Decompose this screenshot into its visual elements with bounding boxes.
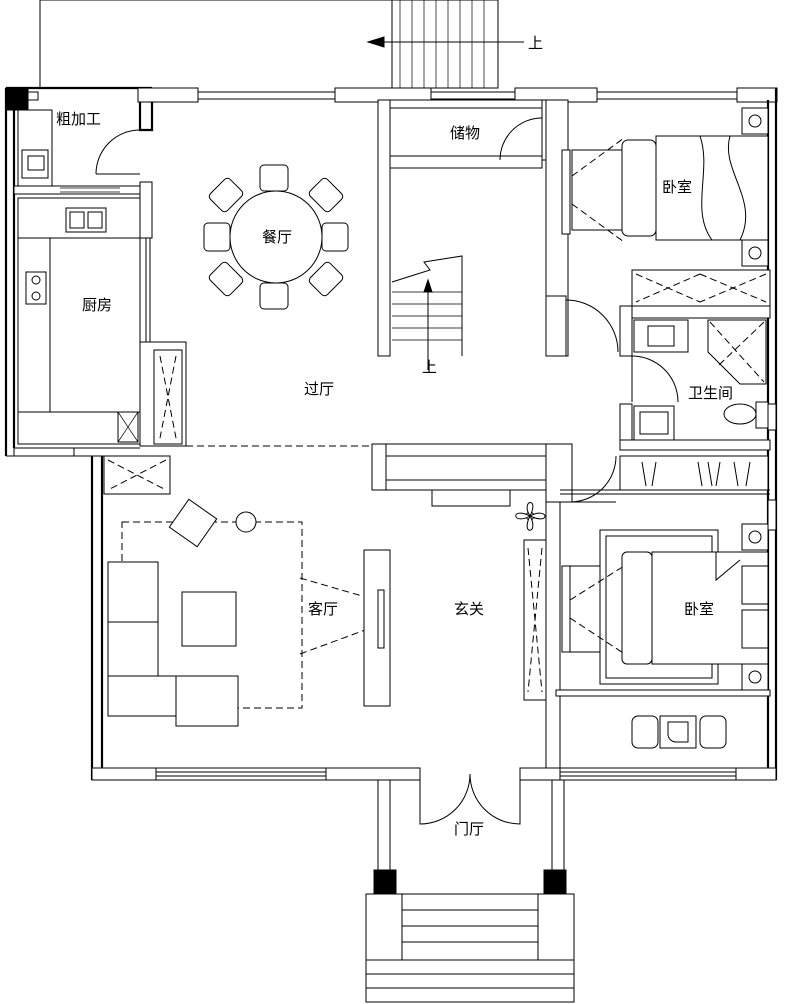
room-label-hall: 过厅: [304, 380, 334, 398]
room-label-kitchen: 厨房: [82, 296, 112, 314]
room-label-dining: 餐厅: [262, 228, 292, 246]
exterior-stair-top: [39, 0, 524, 89]
interior-stair: [391, 255, 463, 370]
storage-cabinets: [103, 349, 372, 495]
room-label-bedroom-north: 卧室: [662, 178, 692, 196]
room-label-storage: 储物: [450, 124, 480, 142]
room-label-living: 客厅: [308, 600, 338, 618]
room-label-foyer: 玄关: [454, 600, 484, 618]
doors: [95, 117, 679, 825]
entry-steps: [365, 869, 575, 1003]
south-bedroom-wardrobe: [619, 455, 769, 491]
exterior-stair-up-label: 上: [528, 34, 543, 52]
room-label-porch: 门厅: [454, 820, 484, 838]
kitchen-fixtures: [17, 197, 141, 445]
living-room-furniture: [107, 498, 391, 727]
rough-processing-area: [17, 109, 53, 187]
windows: [13, 91, 777, 653]
dining-table: [203, 164, 349, 310]
interior-stair-up-label: 上: [422, 358, 437, 376]
room-label-bedroom-south: 卧室: [684, 600, 714, 618]
bathroom-fixtures: [633, 319, 769, 441]
foyer-furniture: [431, 489, 547, 701]
north-bedroom-furniture: [571, 107, 771, 307]
plant-icon: [515, 502, 546, 531]
room-label-bathroom: 卫生间: [688, 384, 733, 402]
room-label-rough-processing: 粗加工: [56, 110, 101, 128]
south-bedroom-furniture: [569, 523, 769, 749]
